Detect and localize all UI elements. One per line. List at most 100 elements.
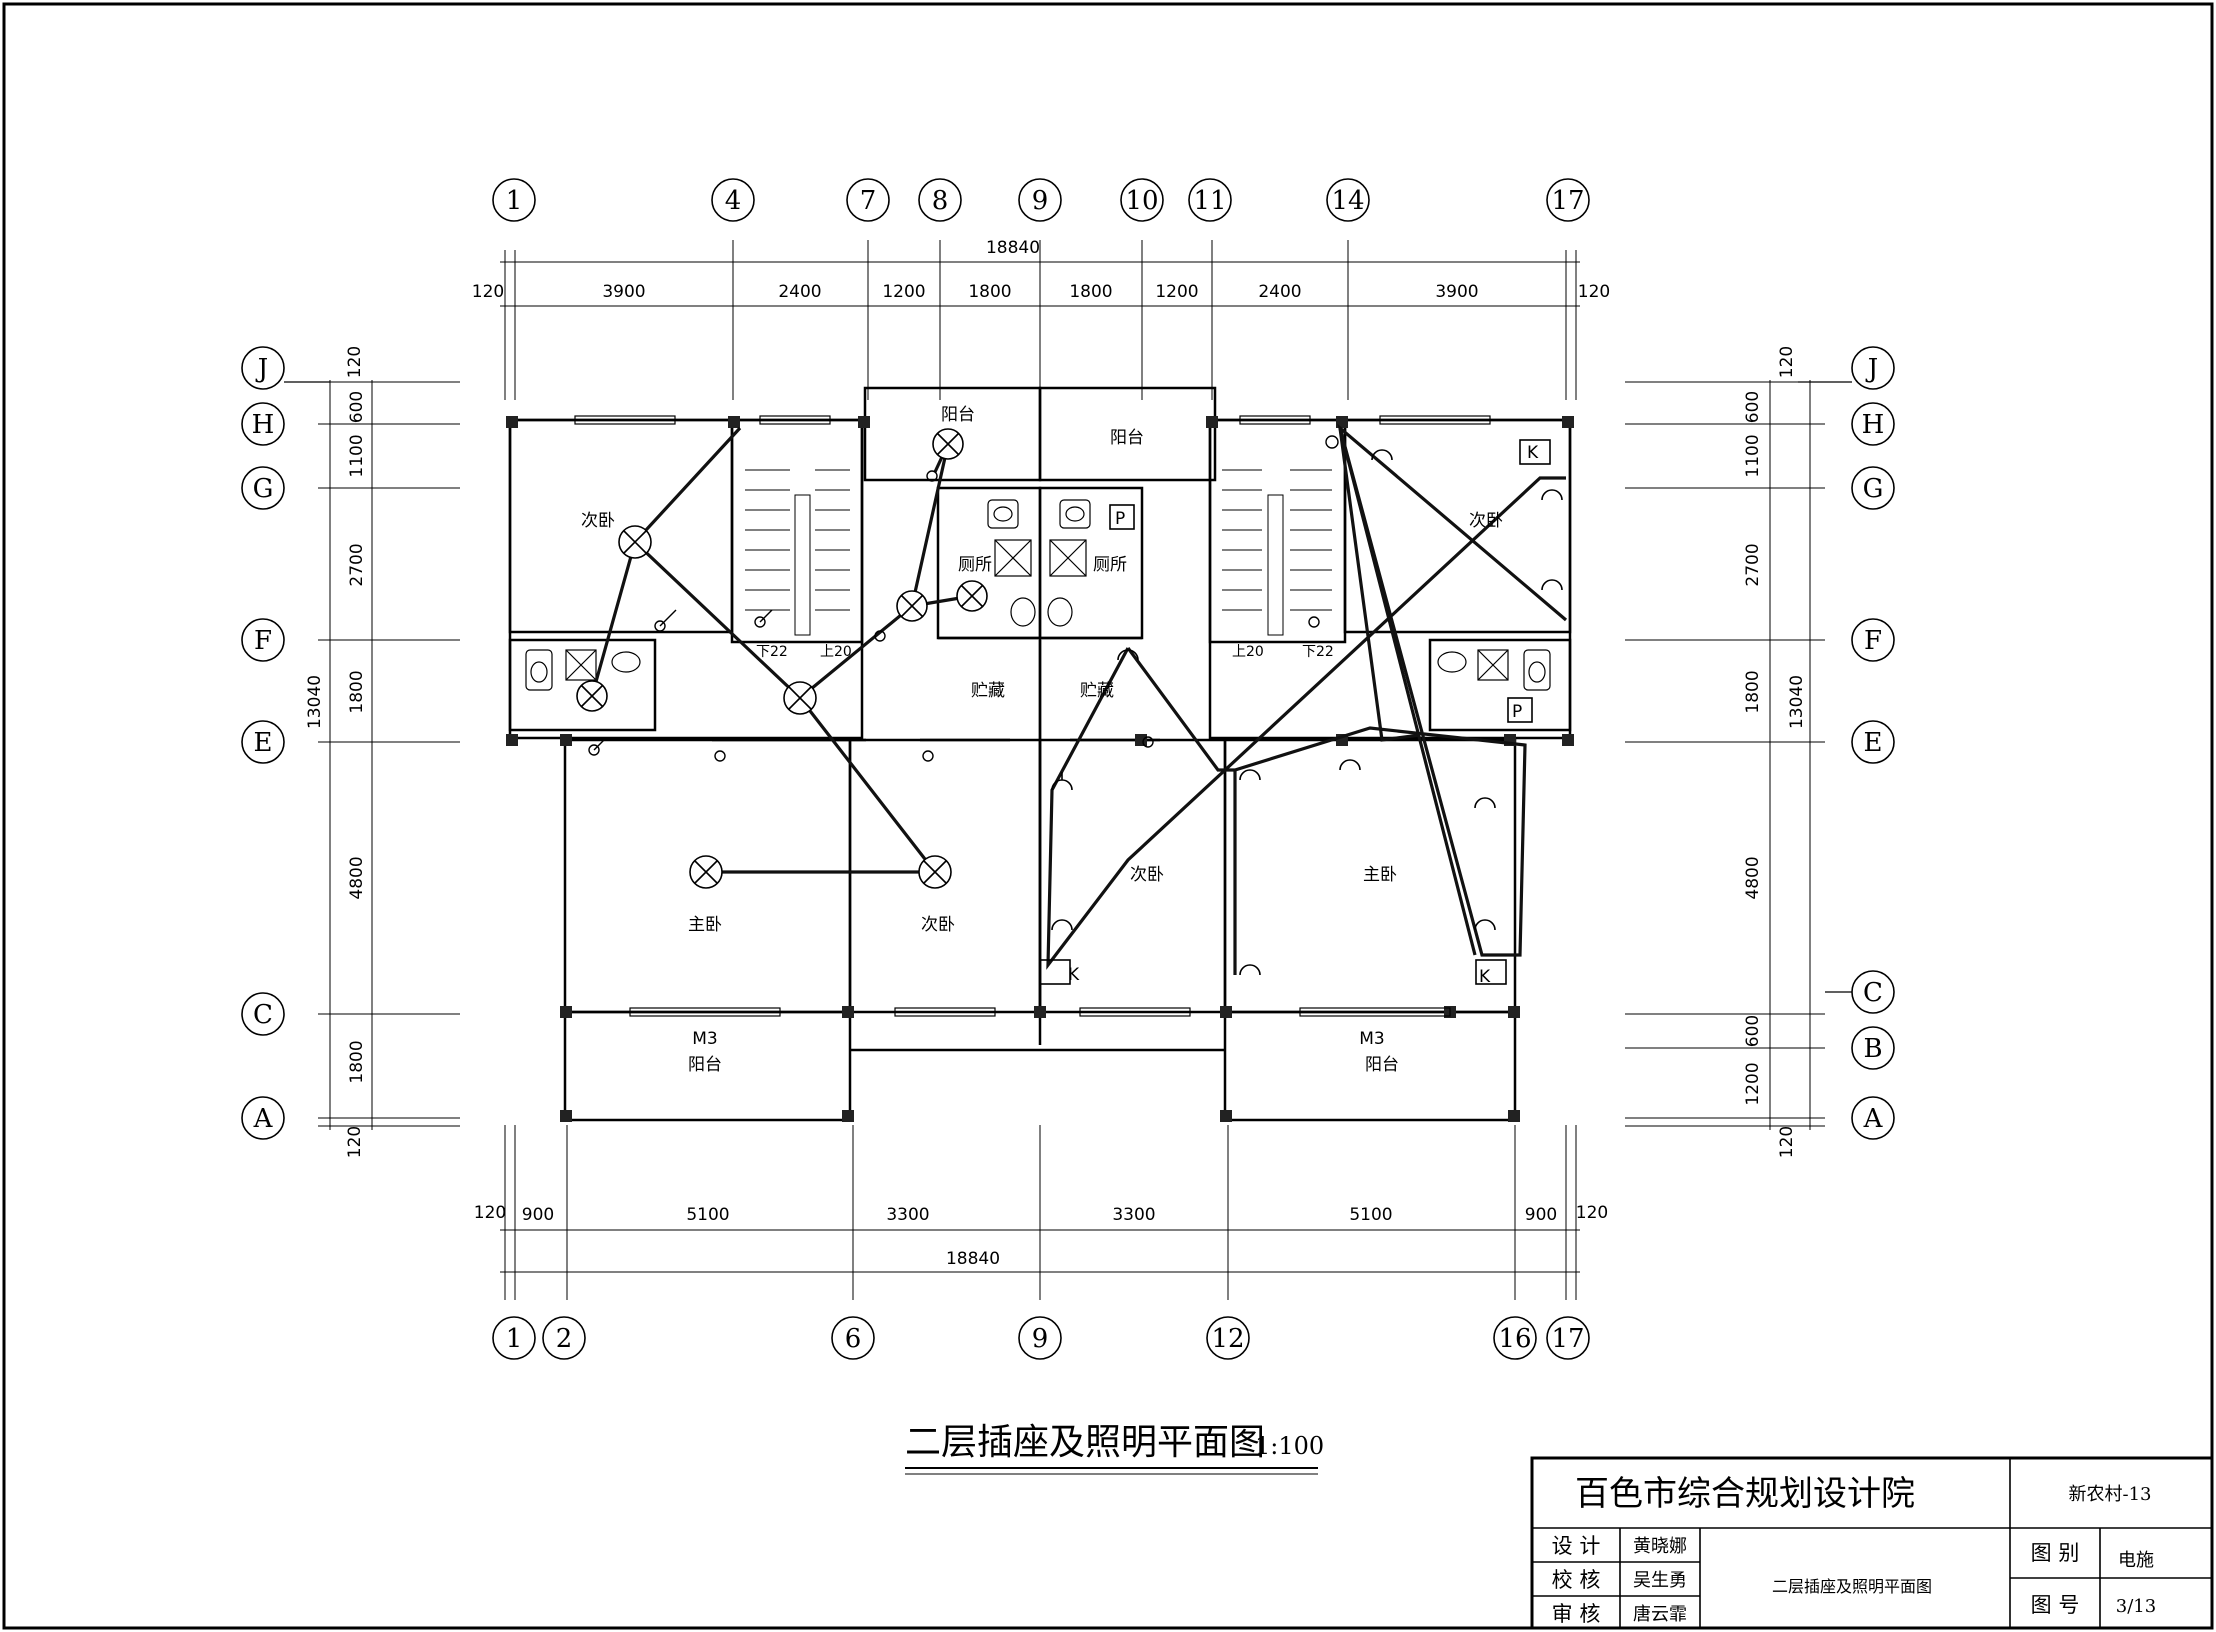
axis-label-right: E [1864,728,1883,758]
dim-segment: 5100 [686,1205,729,1225]
axis-bubbles [241,178,1895,1360]
axis-label-top: 9 [1032,186,1049,216]
axis-label-left: F [254,626,272,656]
axis-label-bottom: 6 [845,1324,862,1354]
sanitary-fixtures [525,499,1551,691]
category-label: 图 别 [2031,1541,2080,1565]
dim-segment: 600 [1743,1015,1763,1047]
axis-label-top: 17 [1551,186,1584,216]
axis-label-right: C [1863,978,1883,1008]
dimension-labels-left: 120 600 1100 2700 1800 4800 1800 120 130… [305,346,367,1158]
dim-segment: 600 [347,391,367,423]
lamp-icon [576,680,608,712]
dim-segment: 3300 [1112,1205,1155,1225]
axis-label-bottom: 2 [556,1324,573,1354]
socket-k-label: K [1527,443,1539,463]
dim-segment: 120 [345,346,365,378]
room-label-balcony: 阳台 [1110,428,1144,448]
lamp-icon [918,855,952,889]
room-label-storage: 贮藏 [1080,681,1114,701]
review-label: 审 核 [1552,1602,1601,1626]
lamp-icon [896,590,928,622]
room-label-toilet: 厕所 [1093,555,1127,575]
lamp-icon [956,580,988,612]
axis-label-left: E [254,728,273,758]
dim-total-bottom: 18840 [946,1249,1000,1269]
dim-segment: 1200 [1155,282,1198,302]
socket-k-label: K [1479,967,1491,987]
ceiling-lamps [576,428,988,889]
dim-segment: 900 [522,1205,554,1225]
dim-segment: 120 [1576,1203,1608,1223]
category-value: 电施 [2118,1550,2154,1571]
dim-segment: 120 [1777,346,1797,378]
room-label-balcony: 阳台 [941,405,975,425]
axis-label-top: 4 [725,186,742,216]
sockets [1051,449,1563,976]
dim-segment: 2400 [778,282,821,302]
stair-label-up: 上20 [1232,644,1264,660]
dim-segment: 1800 [347,670,367,713]
dim-segment: 5100 [1349,1205,1392,1225]
axis-label-right: B [1863,1034,1882,1064]
dim-segment: 4800 [1743,856,1763,899]
stair-label-down: 下22 [1302,644,1334,660]
drawing-name: 二层插座及照明平面图 [1772,1577,1932,1596]
axis-label-left: J [255,354,268,384]
wiring [590,423,1568,975]
dim-segment: 1100 [347,434,367,477]
dim-segment: 3300 [886,1205,929,1225]
axis-label-bottom: 1 [506,1324,523,1354]
switches [588,435,1339,762]
dim-segment: 900 [1525,1205,1557,1225]
dimension-labels-top: 18840 120 3900 2400 1200 1800 1800 1200 … [472,238,1610,302]
design-name: 黄晓娜 [1633,1536,1687,1557]
axis-label-top: 1 [506,186,523,216]
axis-label-bottom: 12 [1211,1324,1244,1354]
title-block-text: 百色市综合规划设计院 新农村-13 设 计 黄晓娜 校 核 吴生勇 审 核 唐云… [1552,1474,2157,1626]
room-label-toilet: 厕所 [958,555,992,575]
door-label-m3: M3 [692,1029,717,1049]
columns [506,416,1574,1122]
dim-segment: 120 [472,282,504,302]
room-labels: 阳台 阳台 次卧 次卧 厕所 厕所 贮藏 贮藏 次卧 主卧 主卧 次卧 M3 阳… [581,405,1503,1075]
door-label-m3: M3 [1359,1029,1384,1049]
check-label: 校 核 [1552,1568,1601,1592]
socket-p-label: P [1512,702,1522,722]
lamp-icon [689,855,723,889]
dim-total-right: 13040 [1787,675,1807,729]
dim-segment: 4800 [347,856,367,899]
room-label-master-bedroom: 主卧 [688,915,722,935]
dim-segment: 1800 [1743,670,1763,713]
axis-label-top: 8 [932,186,949,216]
dim-segment: 120 [1578,282,1610,302]
dim-segment: 1200 [1743,1062,1763,1105]
design-label: 设 计 [1552,1534,1601,1558]
axis-label-right: J [1865,354,1878,384]
title-block [1530,1456,2214,1630]
stair-right [1222,469,1332,636]
stair-label-up: 上20 [820,644,852,660]
room-label-balcony: 阳台 [1365,1055,1399,1075]
windows [574,415,1491,1017]
axis-label-bottom: 16 [1498,1324,1531,1354]
axis-label-top: 14 [1331,186,1364,216]
dim-segment: 2700 [347,543,367,586]
review-name: 唐云霏 [1633,1604,1687,1625]
axis-label-right: A [1863,1104,1884,1134]
lamp-icon [932,428,964,460]
dimension-labels-bottom: 120 900 5100 3300 3300 5100 900 120 1884… [474,1203,1608,1269]
axis-label-bottom: 17 [1551,1324,1584,1354]
dim-segment: 120 [1777,1126,1797,1158]
room-label-storage: 贮藏 [971,681,1005,701]
axis-label-right: F [1864,626,1882,656]
room-label-balcony: 阳台 [688,1055,722,1075]
lamp-icon [618,525,652,559]
axis-label-top: 10 [1125,186,1158,216]
axis-label-left: H [252,410,275,440]
dim-segment: 120 [474,1203,506,1223]
dim-segment: 1200 [882,282,925,302]
outlet-boxes [1039,439,1551,985]
